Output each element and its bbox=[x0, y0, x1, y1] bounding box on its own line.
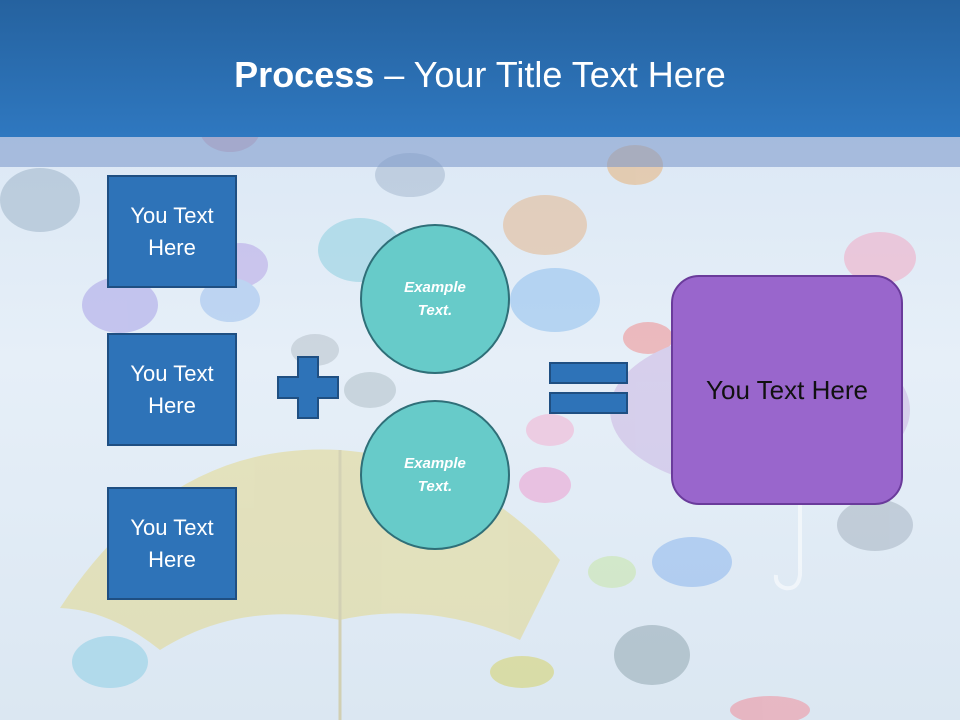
example-circle-1[interactable]: Example Text. bbox=[360, 224, 510, 374]
plus-icon bbox=[277, 356, 339, 419]
title-band bbox=[0, 137, 960, 167]
title-bar bbox=[0, 0, 960, 137]
equals-icon bbox=[549, 362, 628, 414]
input-box-3[interactable]: You Text Here bbox=[107, 487, 237, 600]
title-rest-text: – Your Title Text Here bbox=[374, 54, 726, 95]
example-circle-2[interactable]: Example Text. bbox=[360, 400, 510, 550]
result-box[interactable]: You Text Here bbox=[671, 275, 903, 505]
title-bold-text: Process bbox=[234, 54, 375, 95]
slide-title: Process – Your Title Text Here bbox=[0, 52, 960, 98]
input-box-2[interactable]: You Text Here bbox=[107, 333, 237, 446]
input-box-1[interactable]: You Text Here bbox=[107, 175, 237, 288]
